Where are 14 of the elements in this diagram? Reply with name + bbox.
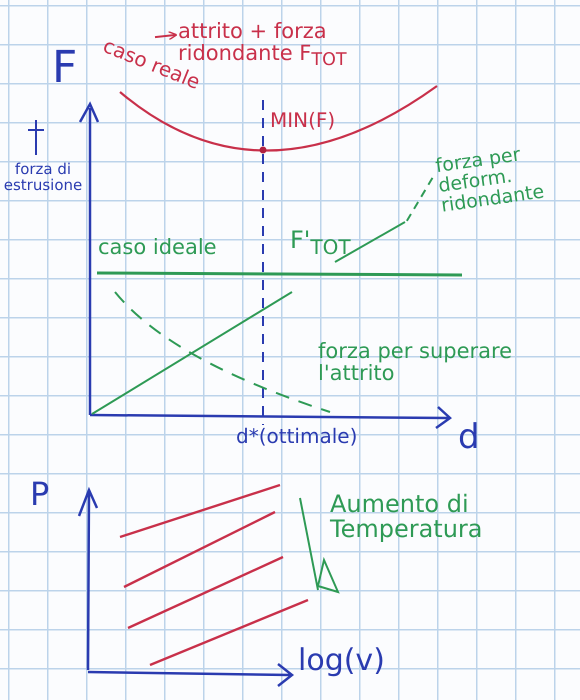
- axis-label: P: [30, 478, 50, 512]
- axis-label: F: [52, 45, 78, 92]
- curve-label: F'$_{TOT}$: [290, 228, 352, 258]
- annotation-text: forza per deform. ridondante: [434, 139, 572, 217]
- axis-label: forza di estrusione: [2, 162, 84, 194]
- arrow: [154, 30, 178, 40]
- annotation-text: attrito + forza ridondante F$_{TOT}$: [178, 20, 418, 70]
- annotation-text: Aumento di Temperatura: [330, 492, 484, 542]
- curve-label: caso ideale: [98, 236, 218, 258]
- minimum-label: MIN(F): [270, 110, 336, 131]
- axis-label: log(v): [298, 645, 386, 676]
- curve-label: forza per superare l'attrito: [318, 340, 514, 384]
- axis-label: d: [458, 420, 481, 456]
- axis-tick-label: d*(ottimale): [236, 426, 358, 447]
